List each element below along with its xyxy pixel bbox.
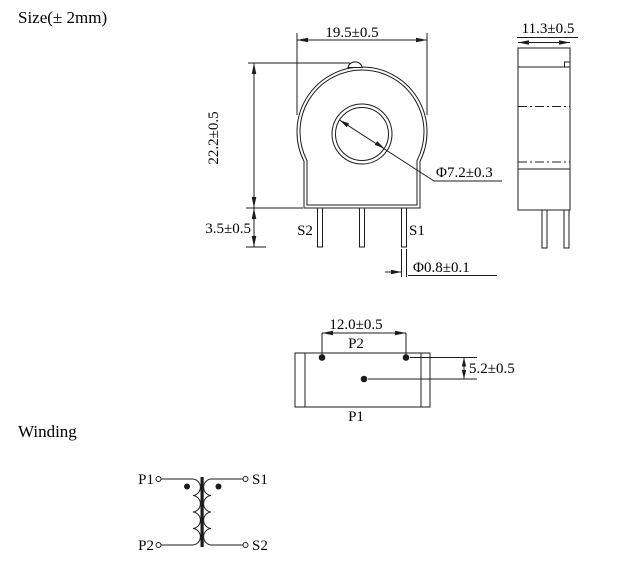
side-body-outline xyxy=(517,47,571,211)
dim-front-width: 19.5±0.5 xyxy=(296,25,428,115)
front-view: S2 S1 19.5±0.5 22.2±0.5 3.5±0.5 xyxy=(205,25,502,277)
bottom-pin-dot-center xyxy=(360,375,368,383)
bottom-label-p1: P1 xyxy=(348,409,364,425)
page-title: Size(± 2mm) xyxy=(18,8,107,27)
center-hole-outer xyxy=(331,103,393,165)
dim-side-depth-text: 11.3±0.5 xyxy=(522,21,575,37)
dim-front-height: 22.2±0.5 3.5±0.5 xyxy=(205,62,350,248)
dim-pin-diameter: Φ0.8±0.1 xyxy=(385,249,497,277)
winding-heading: Winding xyxy=(18,422,77,441)
dim-front-width-text: 19.5±0.5 xyxy=(325,25,378,41)
front-pin-s2 xyxy=(317,207,323,248)
terminal-s1-node xyxy=(242,476,249,482)
primary-phase-dot xyxy=(184,483,190,490)
front-pin-s1 xyxy=(401,207,407,248)
front-pin-middle xyxy=(359,207,365,248)
front-body-inner-outline xyxy=(299,69,425,206)
dim-pin-spacing-text: 12.0±0.5 xyxy=(329,317,382,333)
side-notch xyxy=(564,61,571,68)
dim-hole-diameter-text: Φ7.2±0.3 xyxy=(436,165,493,181)
dim-pin-length-text: 3.5±0.5 xyxy=(205,221,251,237)
side-view: 11.3±0.5 xyxy=(517,21,578,249)
dim-row-offset-text: 5.2±0.5 xyxy=(469,361,515,377)
center-hole-inner xyxy=(335,107,389,161)
bottom-label-p2: P2 xyxy=(348,336,364,352)
side-pin-front xyxy=(541,209,548,249)
primary-coil xyxy=(192,478,201,546)
bottom-body-outline xyxy=(294,352,431,408)
pin-label-s2: S2 xyxy=(297,223,313,239)
bottom-pin-dot-left xyxy=(318,354,326,361)
dim-row-offset: 5.2±0.5 xyxy=(368,357,515,380)
secondary-coil xyxy=(203,478,212,546)
dim-front-height-text: 22.2±0.5 xyxy=(206,111,222,164)
front-body-outer-outline xyxy=(296,66,428,209)
front-top-tab xyxy=(347,61,363,68)
bottom-pin-dot-right xyxy=(402,354,410,361)
terminal-label-p2: P2 xyxy=(138,538,154,554)
side-pin-back xyxy=(563,209,570,249)
core-bar xyxy=(200,477,204,547)
dim-hole-diameter: Φ7.2±0.3 xyxy=(339,119,502,182)
dim-pin-spacing: 12.0±0.5 xyxy=(321,317,407,355)
winding-diagram: P1 P2 S1 S2 xyxy=(138,472,268,554)
bottom-view: 12.0±0.5 P2 P1 5.2±0.5 xyxy=(294,317,515,425)
terminal-p1-node xyxy=(155,476,162,482)
dim-side-depth: 11.3±0.5 xyxy=(517,21,578,45)
dim-pin-diameter-text: Φ0.8±0.1 xyxy=(413,260,470,276)
pin-label-s1: S1 xyxy=(409,223,425,239)
terminal-p2-node xyxy=(155,542,162,548)
secondary-phase-dot xyxy=(215,483,222,490)
terminal-label-s2: S2 xyxy=(252,538,268,554)
terminal-label-s1: S1 xyxy=(252,472,268,488)
terminal-label-p1: P1 xyxy=(138,472,154,488)
terminal-s2-node xyxy=(242,542,249,548)
